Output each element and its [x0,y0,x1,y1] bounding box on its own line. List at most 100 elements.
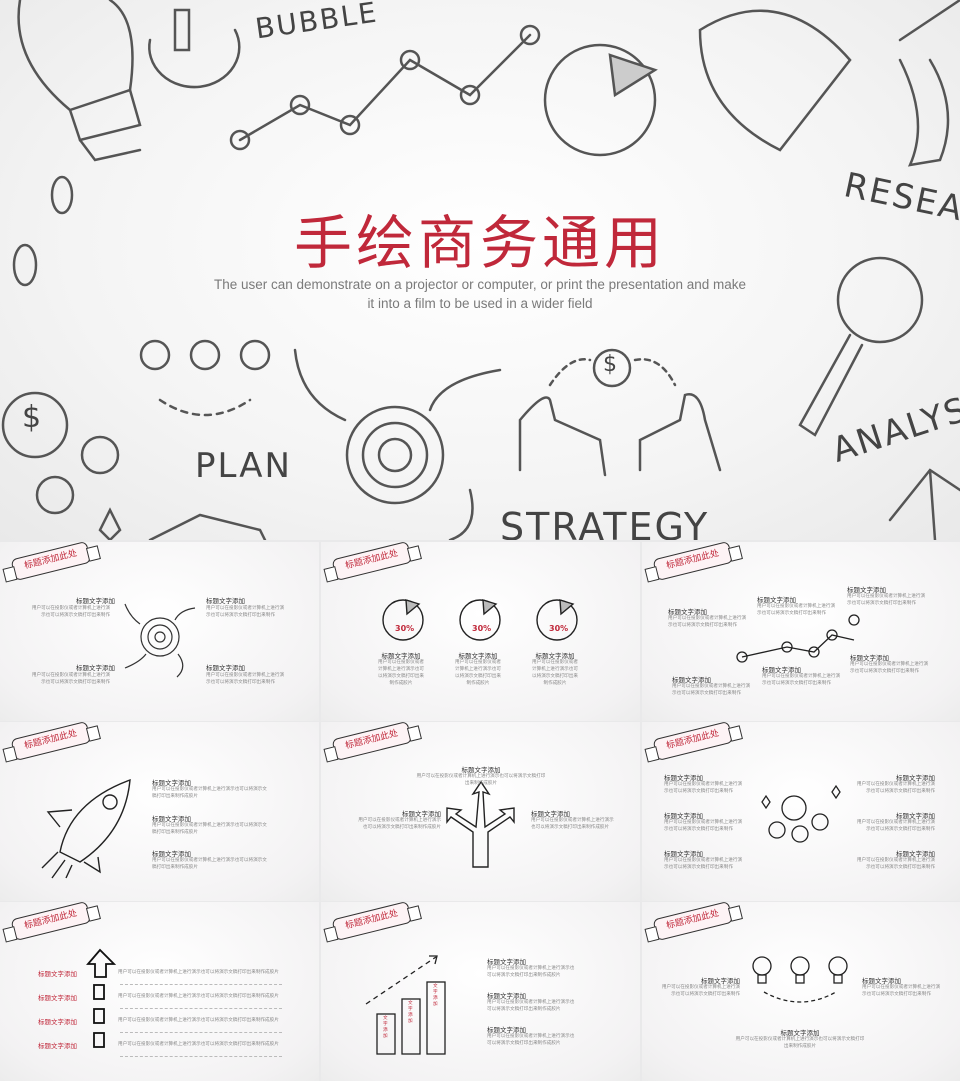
body-text: 用户可以在投影仪或者计算机上进行演示也可以将演示文稿打印出来制作 [664,782,743,794]
heading: 标题文字添加 [664,774,703,782]
doodle-illustrations [1,0,960,540]
leaf-icon [698,0,960,167]
slide-thumbnail-line-chart[interactable]: 标题添加此处 标题文字添加 用户可以在投影仪或者计算机上进行演示也可以将演示文稿… [642,542,960,721]
power-icon [148,8,241,89]
body-text: 用户可以在投影仪或者计算机上进行演示也可以将演示文稿打印出来制作 [757,604,836,616]
dollar-sign: $ [22,400,44,435]
cover-subtitle-line2: it into a film to be used in a wider fie… [367,296,593,311]
lightbulbs-icon [752,956,848,1003]
heading: 标题文字添加 [487,958,526,966]
body-text: 用户可以在投影仪或者计算机上进行演示也可以将演示文稿打印出来制作 [862,985,941,997]
heading: 标题文字添加 [381,652,421,660]
doodle-word-strategy: STRATEGY [500,505,710,540]
body-text: 用户可以在投影仪或者计算机上进行演示也可以将演示文稿打印出来制作 [856,782,935,794]
dollar-sign: $ [603,352,619,377]
heading: 标题文字添加 [38,970,77,978]
heading: 标题文字添加 [896,774,935,782]
heading: 标题文字添加 [38,1042,77,1050]
divider [120,1032,282,1033]
heading: 标题文字添加 [701,977,740,985]
percent-label: 30% [395,624,415,633]
percent-label: 30% [549,624,569,633]
body-text: 用户可以在投影仪或者计算机上进行演示也可以将演示文稿打印出来制作 [661,985,740,997]
body-text: 用户可以在投影仪或者计算机上进行演示也可以将演示文稿打印出来制作成胶片 [152,787,267,799]
lightbulbs-icon [139,339,271,417]
body-text: 用户可以在投影仪或者计算机上进行演示也可以将演示文稿打印出来制作成胶片 [735,1037,865,1049]
body-text: 用户可以在投影仪或者计算机上进行演示也可以将演示文稿打印出来制作成胶片 [118,970,279,975]
heading: 标题文字添加 [458,652,498,660]
split-arrow-icon [446,780,515,868]
slide-thumbnail-lightbulbs[interactable]: 标题添加此处 标题文字添加 用户可以在投影仪或者计算机上进行演示也可以将演示文稿… [642,902,960,1081]
heading: 标题文字添加 [850,654,889,662]
body-text: 用户可以在投影仪或者计算机上进行演示也可以将演示文稿打印出来制作成胶片 [416,774,546,786]
body-text: 用户可以在投影仪或者计算机上进行演示也可以将演示文稿打印出来制作 [664,820,743,832]
pie-chart-icons [382,599,578,641]
target-icon [293,348,502,540]
up-arrow-steps-icon [86,948,117,1048]
body-text: 用户可以在投影仪或者计算机上进行演示也可以将演示文稿打印出来制作成胶片 [487,1034,575,1046]
slide-thumbnail-target[interactable]: 标题添加此处 标题文字添加 用户可以在投影仪或者计算机上进行演示也可以将演示文稿… [0,542,319,721]
heading: 标题文字添加 [487,992,526,1000]
body-text: 用户可以在投影仪或者计算机上进行演示也可以将演示文稿打印出来制作成胶片 [152,823,267,835]
lightbulb-icon [17,0,142,162]
heading: 标题文字添加 [862,977,901,985]
arrows-icon [888,468,960,540]
body-text: 用户可以在投影仪或者计算机上进行演示也可以将演示文稿打印出来制作 [206,606,285,618]
heading: 标题文字添加 [76,597,115,605]
heading: 标题文字添加 [487,1026,526,1034]
body-text: 用户可以在投影仪或者计算机上进行演示也可以将演示文稿打印出来制作 [856,858,935,870]
heading: 标题文字添加 [152,779,191,787]
heading: 标题文字添加 [780,1029,820,1037]
slide-thumbnail-steps[interactable]: 标题添加此处 标题文字添加 标题文字添加 标题文字添加 标题文字添加 用户可以在… [0,902,319,1081]
heading: 标题文字添加 [461,766,501,774]
cover-slide: BUBBLE RESEAR PLAN STRATEGY ANALYS $ $ 手… [0,0,960,540]
doodle-word-plan: PLAN [195,446,292,486]
body-text: 用户可以在投影仪或者计算机上进行演示也可以将演示文稿打印出来制作成胶片 [532,660,578,686]
slide-thumbnail-crossroads[interactable]: 标题添加此处 标题文字添加 用户可以在投影仪或者计算机上进行演示也可以将演示文稿… [321,722,640,901]
body-text: 用户可以在投影仪或者计算机上进行演示也可以将演示文稿打印出来制作成胶片 [358,818,441,830]
body-text: 用户可以在投影仪或者计算机上进行演示也可以将演示文稿打印出来制作 [847,594,926,606]
heading: 标题文字添加 [206,664,245,672]
heading: 标题文字添加 [668,608,707,616]
body-text: 用户可以在投影仪或者计算机上进行演示也可以将演示文稿打印出来制作成胶片 [118,994,279,999]
heading: 标题文字添加 [531,810,570,818]
heading: 标题文字添加 [206,597,245,605]
slide-thumbnail-pie-charts[interactable]: 标题添加此处 30% 30% 30% 标题文字添加 用户可以在投影仪或者计算机上… [321,542,640,721]
cover-subtitle-line1: The user can demonstrate on a projector … [213,277,747,292]
slide-thumbnail-coins[interactable]: 标题添加此处 标题文字添加 用户可以在投影仪或者计算机上进行演示也可以将演示文稿… [642,722,960,901]
heading: 标题文字添加 [672,676,711,684]
cover-title: 手绘商务通用 [293,209,666,277]
body-text: 用户可以在投影仪或者计算机上进行演示也可以将演示文稿打印出来制作 [856,820,935,832]
people-icon [518,348,722,477]
heading: 标题文字添加 [402,810,441,818]
heading: 标题文字添加 [38,1018,77,1026]
body-text: 用户可以在投影仪或者计算机上进行演示也可以将演示文稿打印出来制作 [668,616,747,628]
heading: 标题文字添加 [76,664,115,672]
pie-chart-icon [543,43,658,157]
bar-label: 文字添加 [433,984,438,1007]
divider [120,1056,282,1057]
heading: 标题文字添加 [762,666,801,674]
heading: 标题文字添加 [757,596,796,604]
heading: 标题文字添加 [896,850,935,858]
body-text: 用户可以在投影仪或者计算机上进行演示也可以将演示文稿打印出来制作成胶片 [455,660,501,686]
bar-label: 文字添加 [383,1016,388,1039]
body-text: 用户可以在投影仪或者计算机上进行演示也可以将演示文稿打印出来制作成胶片 [487,966,575,978]
body-text: 用户可以在投影仪或者计算机上进行演示也可以将演示文稿打印出来制作成胶片 [152,858,267,870]
body-text: 用户可以在投影仪或者计算机上进行演示也可以将演示文稿打印出来制作 [672,684,751,696]
paper-doodle [148,513,267,540]
heading: 标题文字添加 [535,652,575,660]
heading: 标题文字添加 [664,812,703,820]
slide-thumbnail-bar-growth[interactable]: 标题添加此处 文字添加 文字添加 文字添加 标题文字添加 用户可以在投影仪或者计… [321,902,640,1081]
body-text: 用户可以在投影仪或者计算机上进行演示也可以将演示文稿打印出来制作 [206,673,285,685]
slide-thumbnail-rocket[interactable]: 标题添加此处 标题文字添加 用户可以在投影仪或者计算机上进行演示也可以将演示文稿… [0,722,319,901]
heading: 标题文字添加 [152,815,191,823]
body-text: 用户可以在投影仪或者计算机上进行演示也可以将演示文稿打印出来制作成胶片 [531,818,614,830]
heading: 标题文字添加 [38,994,77,1002]
rocket-icon [41,778,131,879]
body-text: 用户可以在投影仪或者计算机上进行演示也可以将演示文稿打印出来制作 [31,673,110,685]
heading: 标题文字添加 [896,812,935,820]
heading: 标题文字添加 [664,850,703,858]
body-text: 用户可以在投影仪或者计算机上进行演示也可以将演示文稿打印出来制作成胶片 [378,660,424,686]
divider [120,984,282,985]
